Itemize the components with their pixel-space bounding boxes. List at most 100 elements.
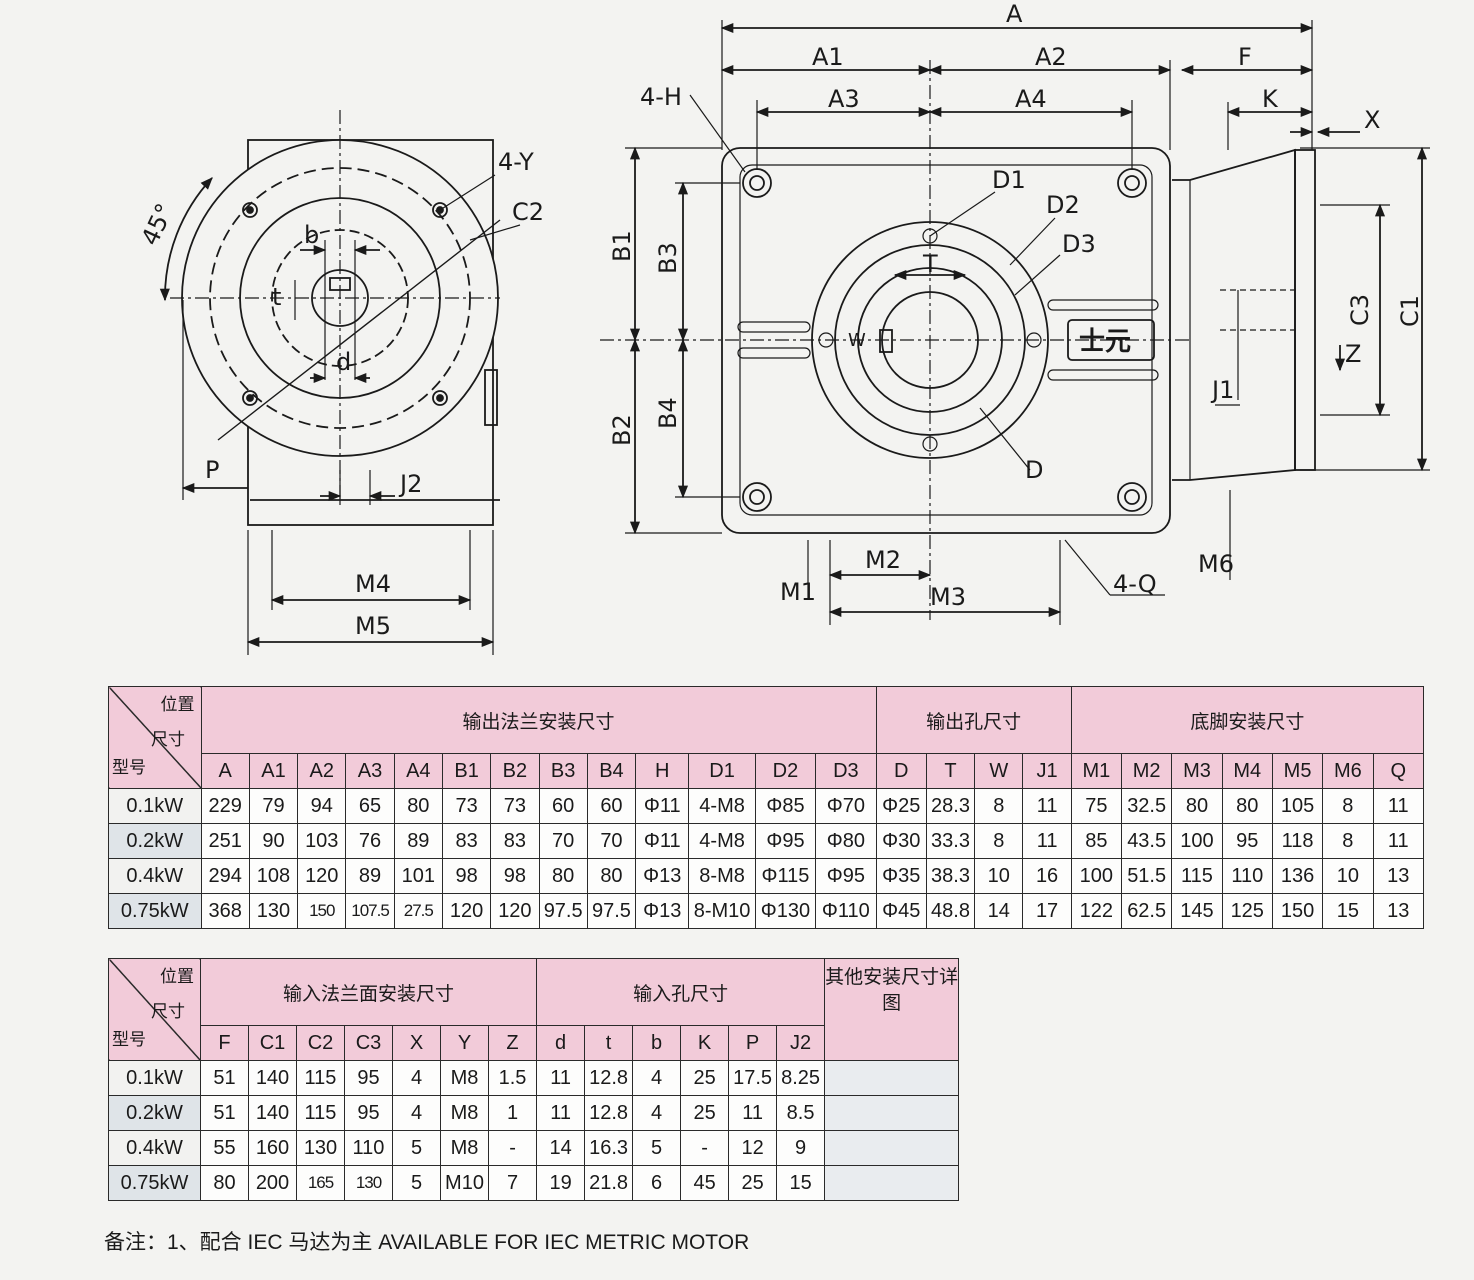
label-B4: B4 [654, 397, 682, 429]
label-M2: M2 [865, 546, 901, 574]
table-cell: 76 [345, 823, 395, 859]
column-header: Z [487, 1025, 538, 1061]
table-cell: M8 [440, 1060, 489, 1096]
column-header: D1 [688, 753, 756, 789]
table-cell: Φ11 [635, 823, 690, 859]
table-cell: 8.25 [776, 1060, 826, 1096]
table-cell: 130 [344, 1165, 393, 1201]
table-cell: 160 [248, 1130, 297, 1166]
column-header: Y [440, 1025, 489, 1061]
table-cell: 19 [536, 1165, 586, 1201]
group-header-input-flange: 输入法兰面安装尺寸 [199, 958, 538, 1026]
table-cell: 103 [297, 823, 347, 859]
table-cell: 79 [248, 788, 299, 824]
column-header: A [200, 753, 250, 789]
table-cell: 9 [776, 1130, 826, 1166]
group-header-input-bore: 输入孔尺寸 [536, 958, 826, 1026]
table-cell: 136 [1271, 858, 1324, 894]
column-header: J1 [1022, 753, 1072, 789]
table-cell: 5 [392, 1165, 441, 1201]
table-cell: 8 [974, 823, 1024, 859]
label-M3: M3 [930, 583, 966, 611]
table-corner: 位置 尺寸 型号 [108, 686, 202, 789]
table-cell: 51 [200, 1060, 249, 1096]
label-J1: J1 [1210, 376, 1234, 404]
table-cell: 4 [392, 1060, 441, 1096]
table-cell: 101 [393, 858, 443, 894]
row-model-label: 0.1kW [108, 788, 202, 824]
table-cell: 15 [776, 1165, 826, 1201]
table-cell: - [487, 1130, 538, 1166]
table-cell: 125 [1221, 893, 1273, 929]
column-header: D2 [754, 753, 817, 789]
table-cell: 100 [1070, 858, 1123, 894]
label-M4: M4 [355, 570, 391, 598]
table-cell: 60 [538, 788, 588, 824]
table-cell: 95 [1221, 823, 1273, 859]
table-cell: 95 [344, 1095, 393, 1131]
table-cell: 120 [490, 893, 540, 929]
table-cell: 115 [296, 1095, 345, 1131]
column-header: K [680, 1025, 730, 1061]
table-cell: 10 [974, 858, 1024, 894]
table-cell: 75 [1070, 788, 1123, 824]
label-D: D [1025, 456, 1043, 484]
column-header: M6 [1322, 753, 1374, 789]
table-cell: Φ30 [875, 823, 927, 859]
table-cell: 120 [297, 858, 347, 894]
table-cell: Φ110 [815, 893, 877, 929]
corner-model-label: 型号 [112, 758, 146, 777]
table-cell: 27.5 [393, 893, 443, 929]
column-header: d [536, 1025, 586, 1061]
column-header: F [200, 1025, 249, 1061]
table-cell: 145 [1171, 893, 1223, 929]
table-cell: Φ95 [754, 823, 817, 859]
table-cell: 140 [248, 1060, 297, 1096]
table-cell: 150 [297, 893, 347, 929]
table-cell: 62.5 [1121, 893, 1173, 929]
table-cell: 80 [586, 858, 637, 894]
table-cell: 83 [490, 823, 540, 859]
label-D3: D3 [1062, 230, 1096, 258]
label-4-Y: 4-Y [498, 148, 534, 176]
column-header: B3 [538, 753, 588, 789]
table-cell: 108 [248, 858, 299, 894]
table-cell: 14 [536, 1130, 586, 1166]
table-cell: 38.3 [925, 858, 976, 894]
table-cell: Φ13 [635, 893, 690, 929]
table-cell: 16.3 [584, 1130, 634, 1166]
brand-mark: 士元 [1079, 327, 1131, 357]
table-cell: 11 [1372, 823, 1424, 859]
table-cell: 5 [632, 1130, 682, 1166]
label-B3: B3 [654, 242, 682, 274]
column-header: P [728, 1025, 778, 1061]
label-P: P [205, 456, 219, 484]
column-header: B4 [586, 753, 637, 789]
table-cell: 1 [487, 1095, 538, 1131]
table-cell: M10 [440, 1165, 489, 1201]
table-cell: 294 [200, 858, 250, 894]
column-header: C3 [344, 1025, 393, 1061]
column-header: M2 [1121, 753, 1173, 789]
table-cell: 51 [200, 1095, 249, 1131]
label-X: X [1364, 106, 1380, 134]
table-cell: 4 [392, 1095, 441, 1131]
table-cell: 80 [200, 1165, 249, 1201]
table-cell: 80 [1221, 788, 1273, 824]
table-cell: Φ85 [754, 788, 817, 824]
table-cell: 89 [345, 858, 395, 894]
group-header-foot-mount: 底脚安装尺寸 [1070, 686, 1425, 754]
table-cell: 110 [1221, 858, 1273, 894]
label-A1: A1 [812, 43, 844, 71]
row-model-label: 0.2kW [108, 823, 202, 859]
column-header: M4 [1221, 753, 1273, 789]
table-cell: 12.8 [584, 1060, 634, 1096]
table-corner: 位置 尺寸 型号 [108, 958, 201, 1061]
label-4-H: 4-H [640, 83, 682, 111]
detail-cell [824, 1165, 960, 1201]
table-cell: 5 [392, 1130, 441, 1166]
corner-position-label: 位置 [160, 695, 195, 714]
